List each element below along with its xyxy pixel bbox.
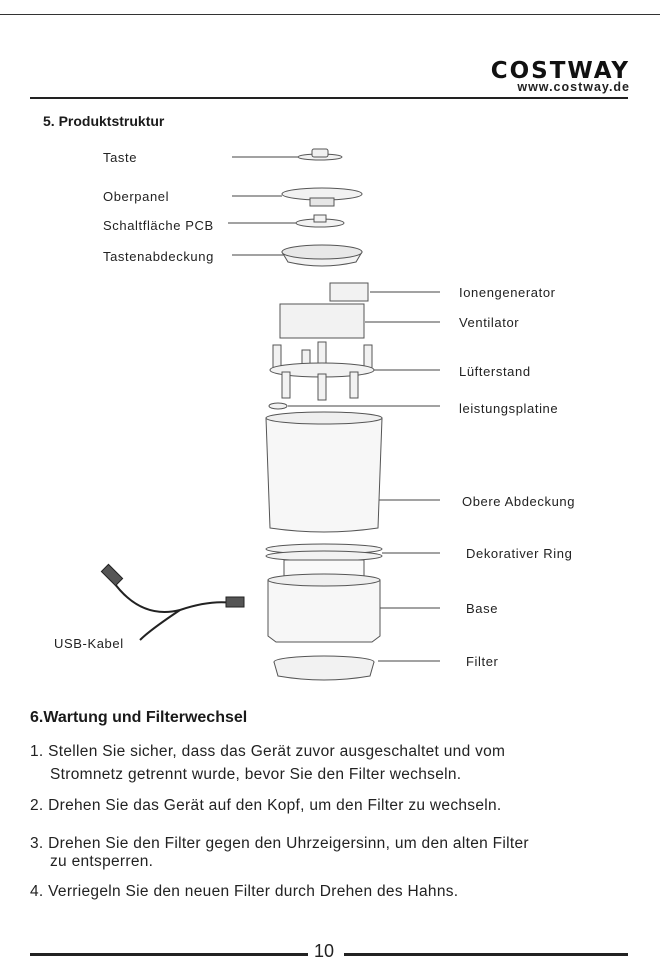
- step-4: 4. Verriegeln Sie den neuen Filter durch…: [30, 883, 459, 900]
- oberpanel-part: [281, 187, 363, 207]
- label-dekorativer-ring: Dekorativer Ring: [466, 546, 573, 561]
- obere-abdeckung-part: [265, 411, 383, 533]
- footer-rule-left: [30, 953, 308, 956]
- step-2: 2. Drehen Sie das Gerät auf den Kopf, um…: [30, 797, 502, 814]
- ionengenerator-part: [329, 282, 369, 302]
- filter-part: [273, 655, 375, 681]
- label-ventilator: Ventilator: [459, 315, 520, 330]
- section-5-title: 5. Produktstruktur: [43, 113, 165, 129]
- step-3-line-2: zu entsperren.: [50, 853, 154, 870]
- brand-logo: COSTWAY: [490, 58, 630, 84]
- label-usb-kabel: USB-Kabel: [54, 636, 124, 651]
- dekorativer-ring-part: [265, 543, 383, 562]
- footer-rule-right: [344, 953, 628, 956]
- ventilator-part: [279, 303, 365, 339]
- luefterstand-part: [269, 341, 375, 401]
- product-diagram: [100, 148, 440, 681]
- label-filter: Filter: [466, 654, 499, 669]
- page-number: 10: [314, 941, 335, 961]
- base-part: [267, 559, 381, 643]
- label-ionengenerator: Ionengenerator: [459, 285, 556, 300]
- label-tastenabdeckung: Tastenabdeckung: [103, 249, 214, 264]
- pcb-part: [295, 214, 345, 228]
- brand-url: www.costway.de: [517, 80, 630, 94]
- leistungsplatine-part: [268, 402, 288, 410]
- top-border-line: [0, 14, 660, 15]
- label-leistungsplatine: leistungsplatine: [459, 401, 559, 416]
- step-3-line-1: 3. Drehen Sie den Filter gegen den Uhrze…: [30, 835, 529, 852]
- taste-part: [297, 148, 343, 161]
- usb-cable-part: [100, 563, 245, 641]
- step-1-line-2: Stromnetz getrennt wurde, bevor Sie den …: [50, 766, 462, 783]
- label-oberpanel: Oberpanel: [103, 189, 170, 204]
- label-schaltflaeche-pcb: Schaltfläche PCB: [103, 218, 214, 233]
- section-6-title: 6.Wartung und Filterwechsel: [30, 709, 248, 726]
- label-luefterstand: Lüfterstand: [459, 364, 531, 379]
- header-rule: [30, 97, 628, 99]
- step-1-line-1: 1. Stellen Sie sicher, dass das Gerät zu…: [30, 743, 506, 760]
- tastenabdeckung-part: [281, 244, 363, 267]
- label-taste: Taste: [103, 150, 138, 165]
- label-base: Base: [466, 601, 499, 616]
- label-obere-abdeckung: Obere Abdeckung: [462, 494, 576, 509]
